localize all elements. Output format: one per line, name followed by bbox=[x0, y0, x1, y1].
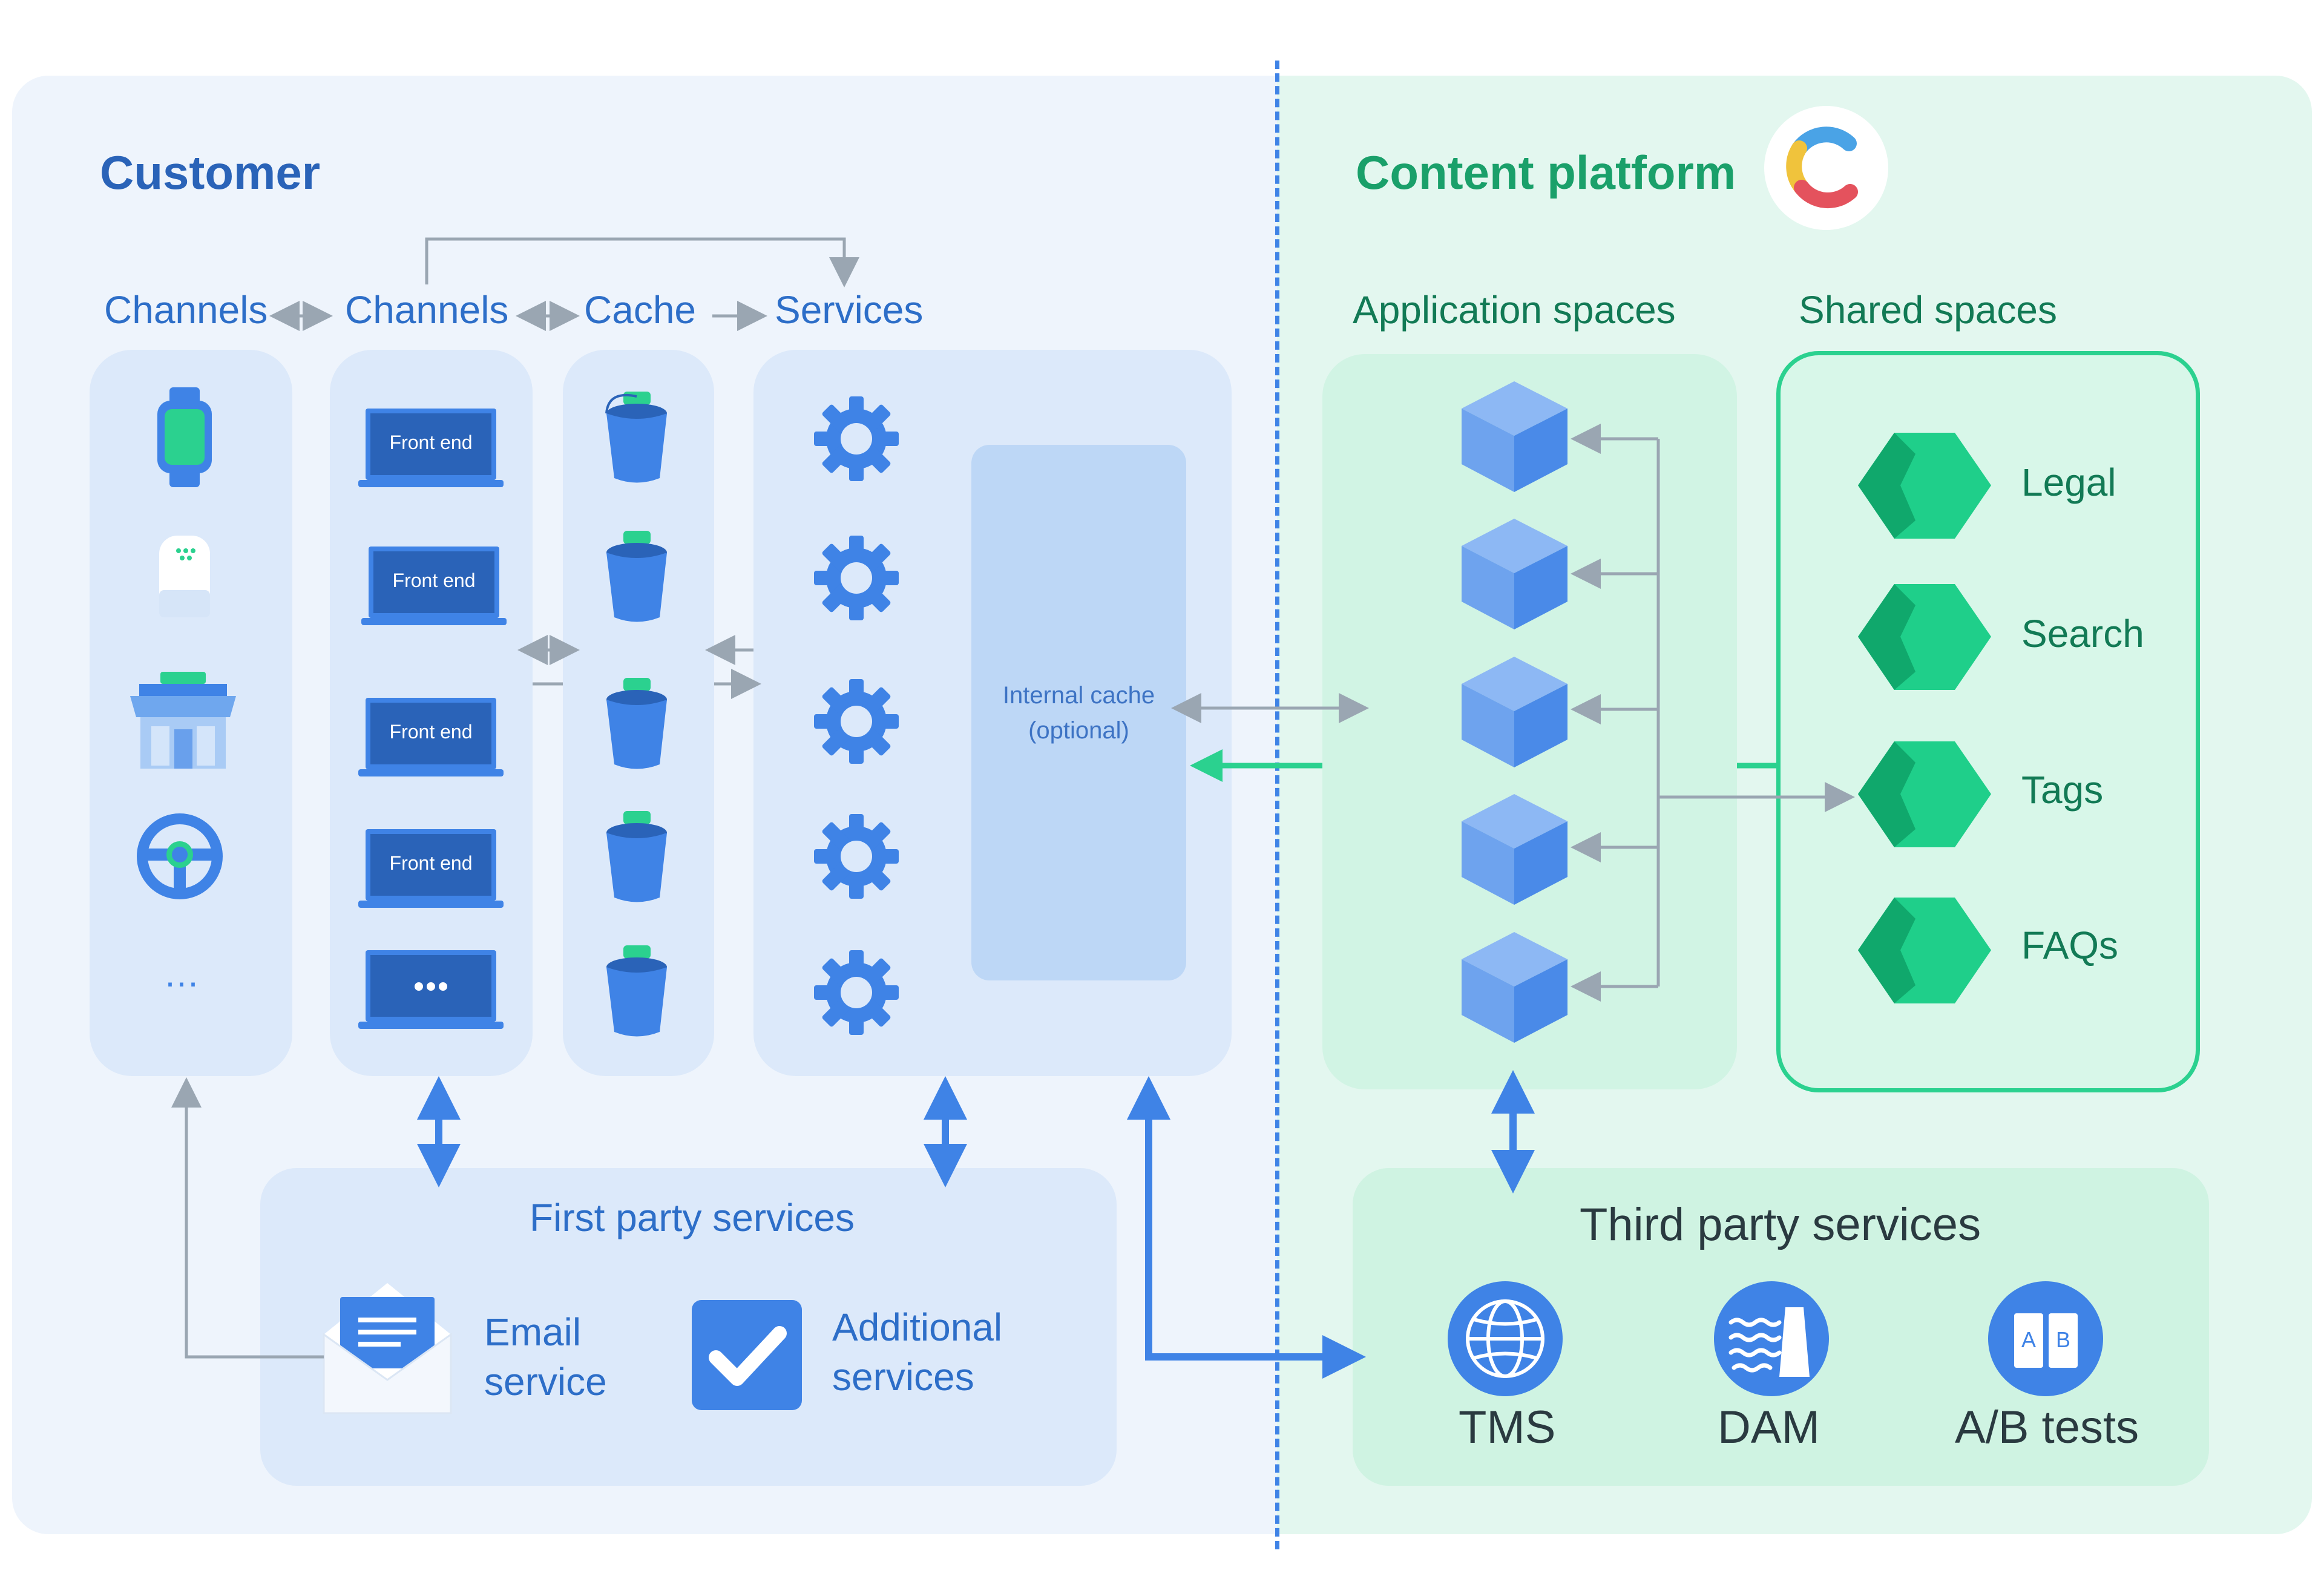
frontend-label-4: Front end bbox=[389, 852, 473, 874]
cache-bucket-icon bbox=[602, 530, 672, 629]
frontend-laptop-1: Front end bbox=[358, 409, 504, 490]
smartwatch-icon bbox=[151, 387, 218, 490]
internal-cache-label: Internal cache bbox=[1002, 681, 1155, 709]
ab-tests-label: A/B tests bbox=[1955, 1402, 2139, 1453]
frontend-label-2: Front end bbox=[392, 570, 476, 591]
service-gear-icon bbox=[814, 536, 899, 623]
additional-services-label: Additional services bbox=[832, 1302, 1002, 1402]
header-application-spaces: Application spaces bbox=[1353, 288, 1676, 332]
ab-test-b-letter: B bbox=[2055, 1327, 2070, 1352]
frontend-laptop-4: Front end bbox=[358, 829, 504, 911]
dam-label: DAM bbox=[1718, 1402, 1820, 1453]
internal-cache-box: Internal cache (optional) bbox=[971, 445, 1186, 980]
shared-space-label-search: Search bbox=[2021, 612, 2144, 655]
third-party-services-title: Third party services bbox=[1580, 1199, 1981, 1250]
additional-services-line2: services bbox=[832, 1355, 974, 1399]
header-services: Services bbox=[775, 288, 924, 332]
cache-bucket-icon bbox=[602, 810, 672, 910]
header-cache: Cache bbox=[584, 288, 696, 332]
content-platform-title: Content platform bbox=[1356, 146, 1736, 199]
shared-space-hexagon-icon bbox=[1855, 581, 1994, 696]
application-space-cube-icon bbox=[1459, 791, 1571, 909]
customer-title: Customer bbox=[100, 146, 321, 199]
arrow-services-to-third-party bbox=[1127, 1076, 1366, 1379]
storefront-icon bbox=[127, 672, 239, 775]
steering-wheel-icon bbox=[134, 811, 225, 905]
cache-bucket-icon bbox=[602, 944, 672, 1044]
application-space-cube-icon bbox=[1459, 516, 1571, 634]
header-channels-devices: Channels bbox=[104, 288, 268, 332]
application-space-cube-icon bbox=[1459, 654, 1571, 772]
email-service-line2: service bbox=[484, 1360, 607, 1403]
tms-label: TMS bbox=[1459, 1402, 1556, 1453]
first-party-services-title: First party services bbox=[530, 1196, 855, 1239]
cache-bucket-icon bbox=[602, 390, 672, 490]
platform-logo bbox=[1764, 106, 1888, 230]
checkbox-checked-icon bbox=[692, 1300, 802, 1413]
more-channels-ellipsis: … bbox=[163, 954, 202, 994]
more-frontends-laptop bbox=[358, 950, 504, 1032]
application-space-cube-icon bbox=[1459, 929, 1571, 1047]
service-gear-icon bbox=[814, 396, 899, 484]
globe-icon bbox=[1446, 1280, 1564, 1401]
cache-bucket-icon bbox=[602, 677, 672, 776]
application-space-cube-icon bbox=[1459, 378, 1571, 496]
shared-space-hexagon-icon bbox=[1855, 895, 1994, 1009]
service-gear-icon bbox=[814, 950, 899, 1038]
frontend-label-3: Front end bbox=[389, 721, 473, 743]
dam-water-icon bbox=[1713, 1280, 1831, 1401]
smart-speaker-icon bbox=[154, 533, 215, 623]
header-channels-frontends: Channels bbox=[345, 288, 509, 332]
service-gear-icon bbox=[814, 814, 899, 902]
email-service-line1: Email bbox=[484, 1310, 582, 1354]
additional-services-line1: Additional bbox=[832, 1305, 1003, 1349]
frontend-laptop-2: Front end bbox=[361, 547, 507, 628]
arrow-channels-bypass-to-services bbox=[425, 237, 859, 287]
shared-space-hexagon-icon bbox=[1855, 430, 1994, 545]
shared-spaces-box bbox=[1776, 351, 2200, 1092]
internal-cache-optional-label: (optional) bbox=[1028, 717, 1129, 744]
service-gear-icon bbox=[814, 679, 899, 767]
boundary-divider bbox=[1275, 61, 1279, 1549]
header-shared-spaces: Shared spaces bbox=[1799, 288, 2057, 332]
email-service-label: Email service bbox=[484, 1307, 607, 1407]
shared-space-hexagon-icon bbox=[1855, 738, 1994, 853]
email-envelope-icon bbox=[321, 1280, 454, 1419]
ab-test-icon: A B bbox=[1987, 1280, 2105, 1398]
arrow-email-to-channels bbox=[171, 1077, 324, 1359]
frontend-label-1: Front end bbox=[389, 432, 473, 453]
frontend-laptop-3: Front end bbox=[358, 698, 504, 780]
ab-test-a-letter: A bbox=[2021, 1327, 2036, 1352]
shared-space-label-tags: Tags bbox=[2021, 768, 2104, 812]
shared-space-label-faqs: FAQs bbox=[2021, 924, 2119, 967]
shared-space-label-legal: Legal bbox=[2021, 461, 2116, 504]
